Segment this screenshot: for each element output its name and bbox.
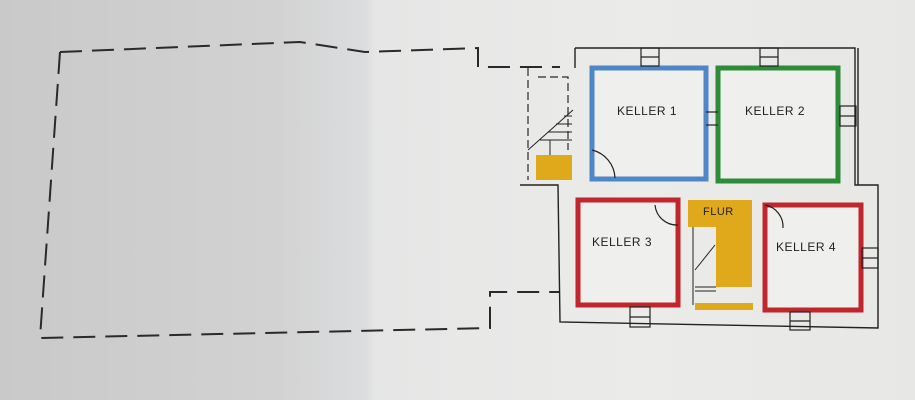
room-label-keller-1: KELLER 1	[617, 104, 678, 118]
door-icons	[591, 111, 784, 229]
room-keller-2	[715, 65, 841, 184]
flur-threshold	[695, 303, 753, 310]
room-keller-4	[762, 202, 864, 313]
room-flur	[688, 200, 752, 287]
room-label-keller-4: KELLER 4	[776, 240, 837, 254]
flur-stairs-icon	[692, 227, 716, 305]
room-label-flur: FLUR	[703, 206, 734, 218]
window-icons	[629, 47, 879, 331]
stair-landing	[536, 155, 572, 180]
room-keller-1	[589, 65, 709, 182]
room-label-keller-2: KELLER 2	[745, 104, 806, 118]
stair-dashed	[527, 68, 569, 180]
room-label-keller-3: KELLER 3	[592, 235, 653, 249]
stairs-icon	[527, 109, 574, 165]
room-keller-3	[575, 197, 681, 308]
dashed-outline	[38, 40, 560, 340]
